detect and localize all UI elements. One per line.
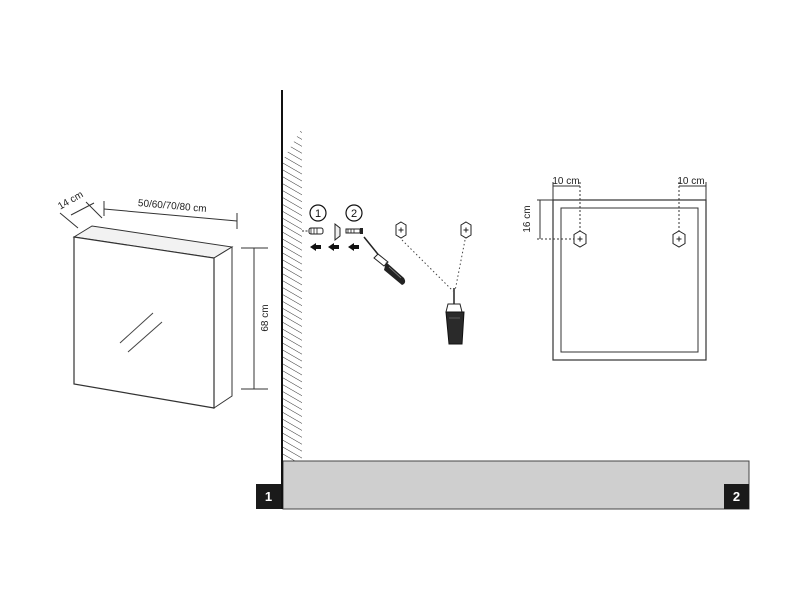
height-label: 68 cm bbox=[260, 304, 271, 331]
screw-icon bbox=[345, 228, 363, 234]
svg-text:1: 1 bbox=[265, 489, 272, 504]
drill-icon bbox=[445, 288, 465, 345]
depth-dimension: 14 cm bbox=[56, 189, 103, 229]
width-dimension: 50/60/70/80 cm bbox=[103, 198, 238, 229]
depth-label: 14 cm bbox=[56, 189, 85, 212]
drill-hole-icon bbox=[460, 221, 472, 239]
offset-top-dimension: 16 cm bbox=[522, 199, 574, 240]
height-dimension: 68 cm bbox=[241, 247, 271, 390]
svg-text:1: 1 bbox=[315, 208, 321, 220]
arrow-left-icon bbox=[310, 243, 321, 251]
drill-hole-icon bbox=[395, 221, 407, 239]
svg-text:2: 2 bbox=[351, 208, 357, 220]
sub-step-2: 2 bbox=[345, 204, 363, 222]
sub-step-1: 1 bbox=[309, 204, 327, 222]
offset-right-label: 10 cm bbox=[677, 176, 704, 187]
offset-left-label: 10 cm bbox=[552, 176, 579, 187]
offset-top-label: 16 cm bbox=[522, 205, 533, 232]
svg-text:2: 2 bbox=[733, 489, 740, 504]
mounting-hole-icon bbox=[573, 230, 587, 248]
width-label: 50/60/70/80 cm bbox=[137, 198, 207, 215]
arrow-left-icon bbox=[328, 243, 339, 251]
bracket-icon bbox=[334, 222, 341, 242]
screwdriver-icon bbox=[363, 236, 406, 285]
floor-band bbox=[282, 460, 750, 510]
wall-plug-icon bbox=[302, 227, 324, 235]
step-badge-1: 1 bbox=[256, 484, 281, 509]
arrow-left-icon bbox=[348, 243, 359, 251]
offset-right-dimension: 10 cm bbox=[677, 176, 707, 232]
cabinet-back-frame bbox=[552, 199, 707, 361]
mirror-cabinet bbox=[72, 225, 234, 409]
wall-hatch bbox=[283, 128, 302, 461]
mounting-hole-icon bbox=[672, 230, 686, 248]
step-badge-2: 2 bbox=[724, 484, 749, 509]
offset-left-dimension: 10 cm bbox=[552, 176, 581, 232]
